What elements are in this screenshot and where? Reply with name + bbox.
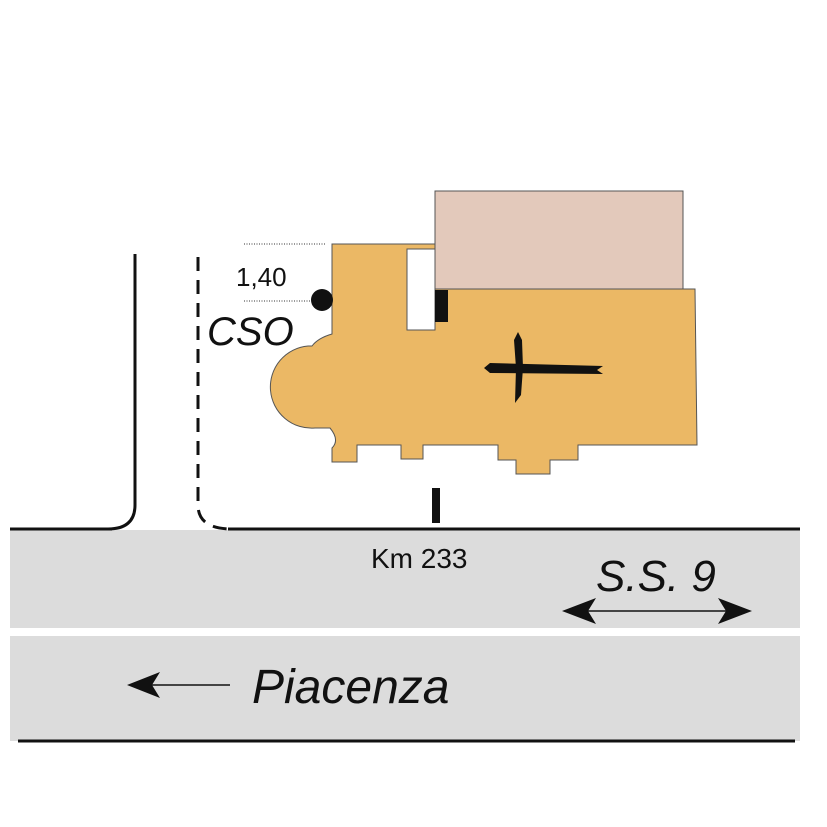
entrance-block bbox=[435, 290, 448, 322]
direction-label: Piacenza bbox=[252, 661, 449, 714]
arrow-left-icon bbox=[127, 672, 230, 698]
side-road-solid bbox=[107, 254, 137, 531]
side-road-dashed bbox=[196, 257, 233, 531]
km-marker bbox=[432, 488, 440, 523]
point-label: CSO bbox=[207, 310, 294, 354]
measurement-point-icon bbox=[311, 289, 333, 311]
arrow-both-icon bbox=[562, 598, 752, 624]
height-label: 1,40 bbox=[236, 262, 287, 292]
km-label: Km 233 bbox=[371, 543, 468, 574]
cross-icon bbox=[484, 332, 603, 403]
entrance-opening bbox=[406, 248, 436, 331]
road-label: S.S. 9 bbox=[596, 552, 716, 601]
annex-building bbox=[434, 190, 684, 292]
church-building bbox=[269, 243, 698, 475]
